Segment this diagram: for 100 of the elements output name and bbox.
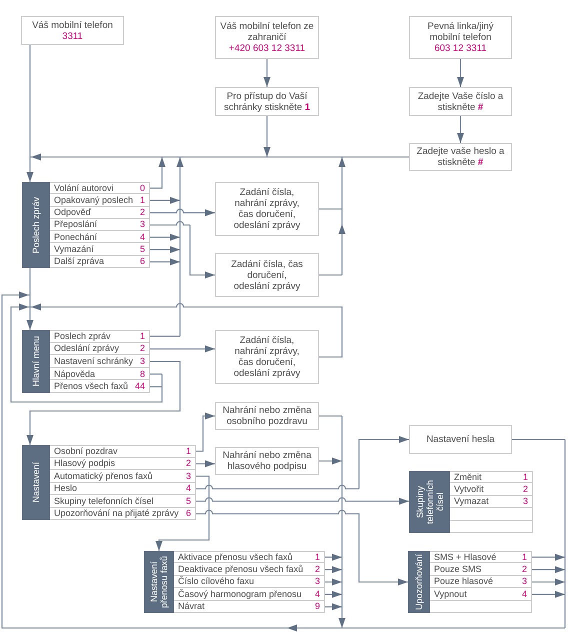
option-label: Poslech zpráv: [54, 331, 111, 342]
menu-row: [50, 368, 150, 380]
option-label: Volání autorovi: [54, 183, 114, 194]
key-number: 1: [522, 472, 528, 482]
key-number: 3: [140, 219, 145, 230]
menu-row: [174, 563, 325, 576]
menu-row: [174, 600, 325, 613]
option-label: Přeposlání: [54, 219, 98, 230]
box-text: Zadání čísla, čas doručení, odeslání zprávy: [230, 258, 304, 292]
box-text: Nastavení hesla: [426, 434, 495, 445]
key-number: 3: [140, 356, 145, 366]
box-text: Nahrání nebo změna hlasového podpisu: [222, 450, 312, 472]
box-text: Váš mobilní telefon ze zahraničí: [220, 21, 314, 43]
step-box: [409, 87, 512, 116]
box-text: Zadejte Vaše číslo a stiskněte #: [416, 90, 504, 112]
menu-row: [450, 496, 533, 508]
key-number: 0: [140, 183, 145, 194]
menu-row: [174, 588, 325, 601]
empty-row: [430, 600, 532, 613]
option-label: Osobní pozdrav: [54, 446, 118, 456]
step-box: [409, 143, 512, 171]
menu-row: [174, 551, 325, 564]
option-label: Odeslání zprávy: [54, 343, 120, 354]
key-number: 44: [134, 381, 145, 392]
menu-title: Upozorňování: [414, 554, 424, 610]
menu-row: [450, 483, 533, 496]
option-label: Hlasový podpis: [54, 458, 116, 468]
menu-row: [50, 380, 150, 393]
key-number: 8: [140, 368, 145, 379]
option-label: Návrat: [178, 601, 205, 612]
option-label: Upozorňování na přijaté zprávy: [54, 508, 179, 518]
option-label: Časový harmonogram přenosu: [178, 588, 302, 599]
menu-panel: [144, 551, 325, 613]
phone-number: +420 603 12 3311: [228, 43, 306, 54]
key-number: 9: [314, 601, 320, 612]
key-number: 3: [522, 496, 528, 506]
menu-panel: [408, 551, 532, 613]
menu-row: [50, 495, 196, 508]
key-number: 6: [140, 256, 145, 266]
option-label: Vymazání: [54, 244, 94, 254]
option-label: Nápověda: [54, 368, 96, 379]
key-number: 1: [186, 446, 191, 456]
menu-row: [50, 458, 196, 470]
empty-row: [450, 520, 533, 533]
menu-row: [50, 182, 150, 194]
box-text: Nahrání nebo změna osobního pozdravu: [222, 405, 312, 427]
option-label: Heslo: [54, 483, 78, 494]
box-text: Pro přístup do Vaší schránky stiskněte 1: [222, 90, 312, 112]
menu-title: Skupiny telefonních čísel: [414, 478, 444, 526]
menu-row: [450, 471, 533, 484]
step-box: [215, 447, 319, 475]
menu-row: [50, 470, 196, 482]
key-number: 2: [522, 564, 527, 574]
menu-title: Hlavní menu: [31, 336, 41, 387]
key-number: 4: [186, 483, 191, 494]
key-number: 2: [522, 484, 528, 494]
menu-row: [50, 482, 196, 495]
option-label: Skupiny telefonních čísel: [54, 496, 154, 506]
box-text: Zadejte vaše heslo a stiskněte #: [416, 146, 506, 168]
menu-row: [430, 551, 532, 564]
phone-number: 603 12 3311: [434, 43, 487, 54]
step-box: [215, 330, 319, 384]
step-box: [215, 87, 319, 116]
menu-row: [50, 342, 150, 356]
menu-row: [50, 206, 150, 219]
menu-row: [50, 508, 196, 520]
option-label: Pouze hlasové: [434, 576, 494, 586]
option-label: Pouze SMS: [434, 564, 482, 574]
menu-row: [50, 330, 150, 343]
menu-title: Nastavení: [31, 462, 41, 503]
menu-panel: [409, 471, 533, 533]
option-label: Vymazat: [454, 496, 489, 506]
key-number: 1: [140, 331, 145, 342]
key-number: 4: [314, 588, 320, 599]
box-text: Zadání čísla, nahrání zprávy, čas doručení, odeslání zprávy: [232, 335, 302, 379]
menu-row: [174, 576, 325, 588]
option-label: Přenos všech faxů: [54, 381, 128, 392]
option-label: Ponechání: [54, 232, 98, 242]
key-number: 6: [186, 508, 191, 518]
menu-panel: [22, 330, 150, 393]
step-box: [21, 16, 124, 45]
key-number: 1: [522, 552, 527, 562]
step-box: [215, 16, 319, 59]
menu-row: [50, 256, 150, 268]
option-label: SMS + Hlasové: [434, 552, 496, 562]
key-number: 2: [140, 207, 145, 218]
option-label: Číslo cílového faxu: [178, 576, 254, 586]
key-number: 2: [314, 564, 320, 574]
menu-row: [50, 218, 150, 232]
box-text: Zadání čísla, nahrání zprávy, čas doručení, odeslání zprávy: [232, 187, 302, 231]
menu-title: Poslech zpráv: [31, 196, 41, 254]
key-number: 2: [140, 343, 145, 354]
step-box: [409, 16, 512, 59]
menu-row: [430, 563, 532, 576]
menu-panel: [22, 182, 150, 268]
menu-row: [50, 231, 150, 244]
menu-title: Nastavení přenosu faxů: [149, 554, 169, 610]
key-number: 5: [186, 496, 191, 506]
menu-row: [50, 355, 150, 368]
menu-row: [430, 588, 532, 601]
